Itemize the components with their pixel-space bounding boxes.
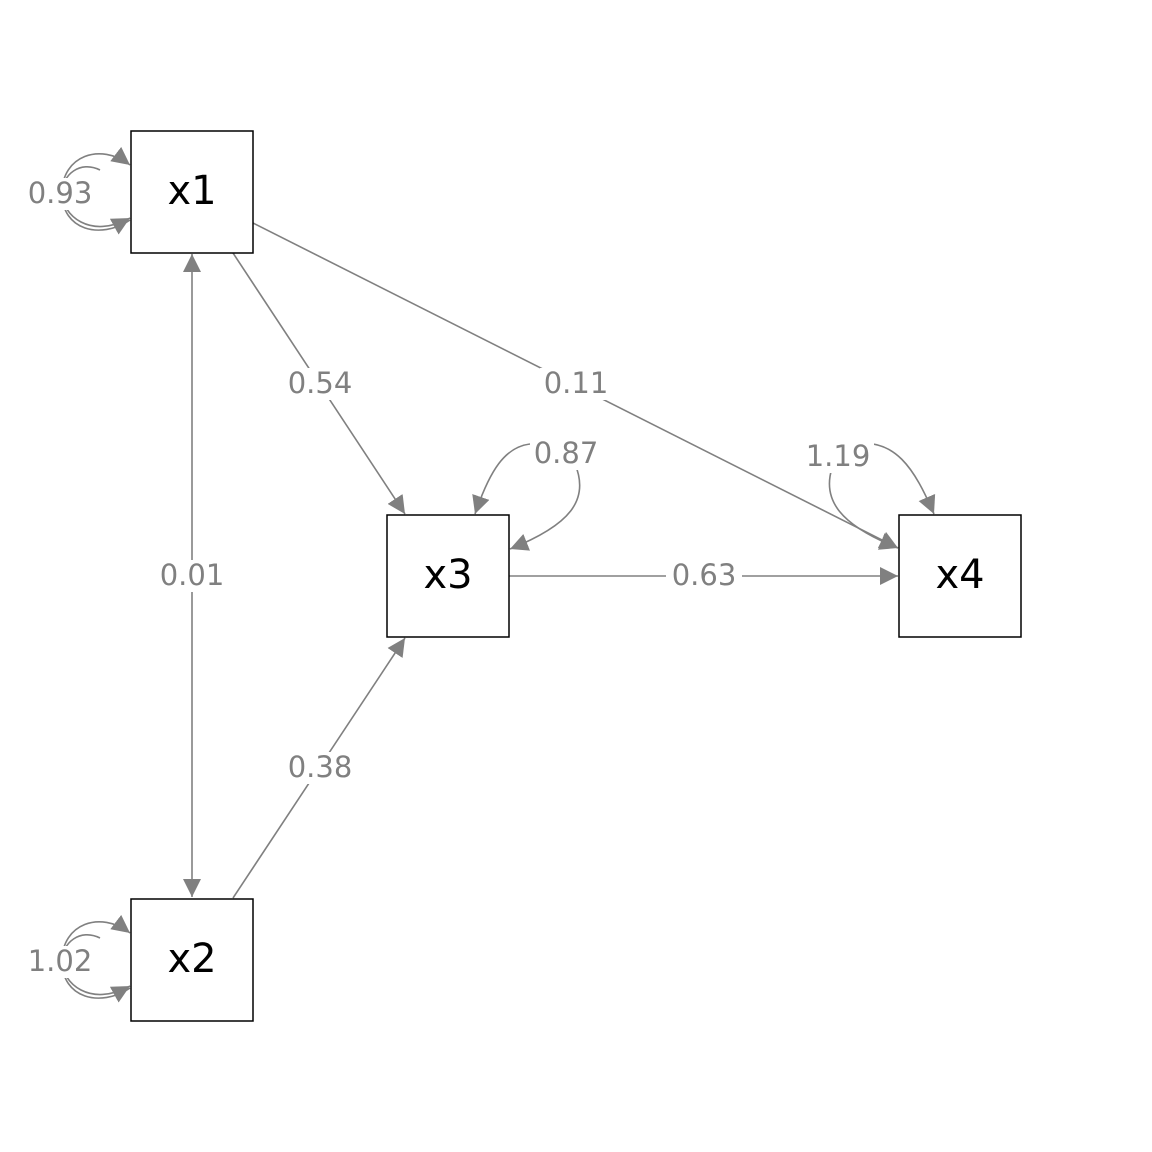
node-label: x4 <box>935 552 984 598</box>
variance-label-x2: 1.02 <box>24 944 96 978</box>
estimate-label-x3-x4: 0.63 <box>666 558 742 592</box>
variance-text: 0.87 <box>534 436 599 470</box>
estimate-label-x1-x4: 0.11 <box>540 366 612 400</box>
variance-text: 1.02 <box>28 944 93 978</box>
estimate-label-x1-x3: 0.54 <box>284 366 356 400</box>
estimate-text: 0.54 <box>288 366 353 400</box>
estimate-text: 0.63 <box>672 558 737 592</box>
variance-label-x4: 1.19 <box>802 439 874 473</box>
estimate-label-x1-x2: 0.01 <box>156 558 228 592</box>
node-label: x3 <box>423 552 472 598</box>
variance-loop-x3 <box>472 443 531 515</box>
variance-label-x3: 0.87 <box>530 436 602 470</box>
node-label: x1 <box>167 168 216 214</box>
estimate-text: 0.38 <box>288 750 353 784</box>
variance-loop-x3-return <box>509 463 581 551</box>
variance-text: 1.19 <box>806 439 871 473</box>
estimate-label-x2-x3: 0.38 <box>284 750 356 784</box>
node-x1: x1 <box>130 130 254 254</box>
variance-loop-x4-return <box>828 467 899 550</box>
estimate-text: 0.01 <box>160 558 225 592</box>
node-x2: x2 <box>130 898 254 1022</box>
node-label: x2 <box>167 936 216 982</box>
estimate-text: 0.11 <box>544 366 609 400</box>
variance-label-x1: 0.93 <box>24 176 96 210</box>
node-x3: x3 <box>386 514 510 638</box>
node-x4: x4 <box>898 514 1022 638</box>
variance-text: 0.93 <box>28 176 93 210</box>
